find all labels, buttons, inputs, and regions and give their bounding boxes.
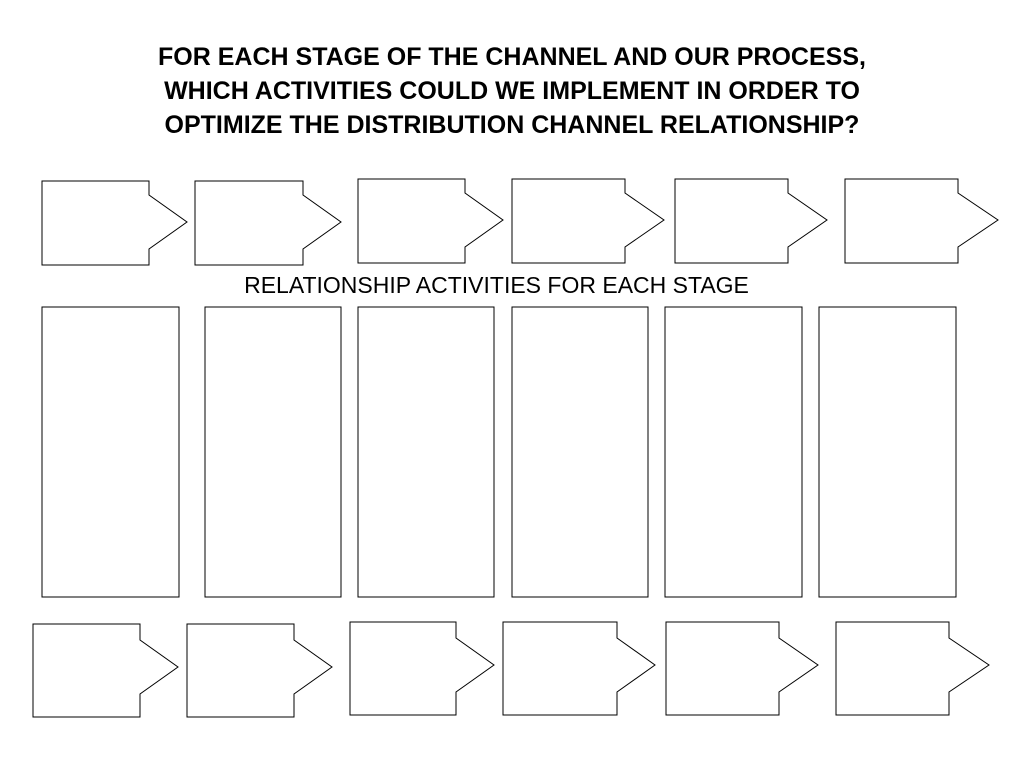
stage-arrow-bottom-4[interactable] <box>502 621 656 716</box>
stage-arrow-bottom-2[interactable] <box>186 623 333 718</box>
stage-arrow-bottom-6[interactable] <box>835 621 990 716</box>
title-line-2: WHICH ACTIVITIES COULD WE IMPLEMENT IN O… <box>164 77 860 105</box>
bottom-stage-arrows <box>32 621 990 718</box>
title-line-3: OPTIMIZE THE DISTRIBUTION CHANNEL RELATI… <box>164 111 860 139</box>
activity-box-2[interactable] <box>204 306 342 598</box>
stage-arrow-bottom-5[interactable] <box>665 621 819 716</box>
activity-box-5[interactable] <box>664 306 803 598</box>
stage-arrow-bottom-1[interactable] <box>32 623 179 718</box>
stage-arrow-top-5[interactable] <box>674 178 828 264</box>
activity-box-1[interactable] <box>41 306 180 598</box>
stage-arrow-top-6[interactable] <box>844 178 999 264</box>
top-stage-arrows <box>41 178 999 266</box>
page-title: FOR EACH STAGE OF THE CHANNEL AND OUR PR… <box>62 40 962 142</box>
stage-arrow-top-4[interactable] <box>511 178 665 264</box>
activity-columns <box>41 306 957 598</box>
stage-arrow-bottom-3[interactable] <box>349 621 495 716</box>
title-line-1: FOR EACH STAGE OF THE CHANNEL AND OUR PR… <box>158 43 866 71</box>
section-subtitle: RELATIONSHIP ACTIVITIES FOR EACH STAGE <box>244 272 749 298</box>
activity-box-4[interactable] <box>511 306 649 598</box>
stage-arrow-top-2[interactable] <box>194 180 342 266</box>
stage-arrow-top-1[interactable] <box>41 180 188 266</box>
stage-arrow-top-3[interactable] <box>357 178 504 264</box>
activity-box-3[interactable] <box>357 306 495 598</box>
activity-box-6[interactable] <box>818 306 957 598</box>
